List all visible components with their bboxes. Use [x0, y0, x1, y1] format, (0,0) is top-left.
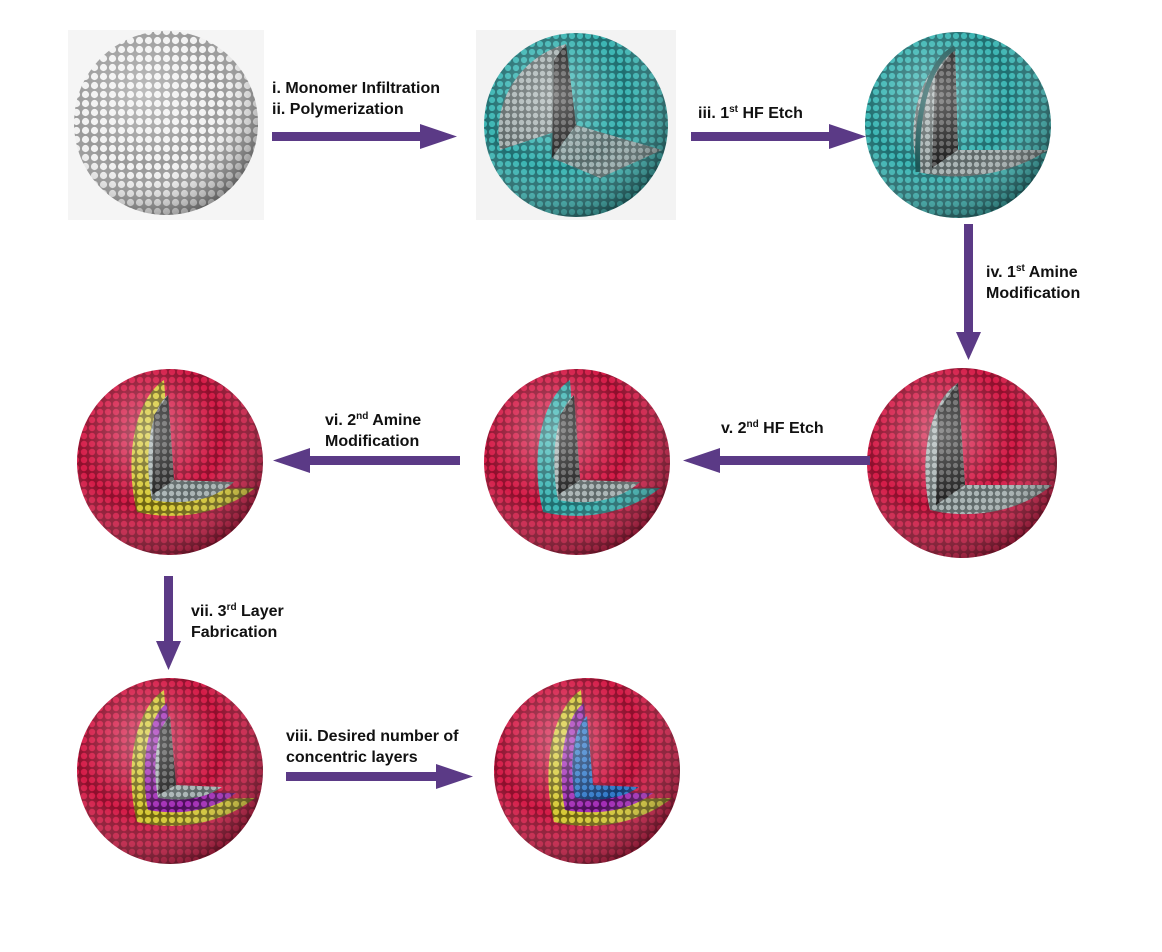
step-7-suffix: Layer	[236, 603, 284, 620]
step-4-suffix: Amine	[1024, 264, 1078, 281]
step-6-sup: nd	[356, 411, 369, 422]
etched-sphere-2	[484, 369, 670, 555]
step-5-suffix: HF Etch	[758, 420, 824, 437]
step-7-sup: rd	[226, 602, 237, 613]
arrow-step-3	[691, 124, 866, 149]
step-7-line-2: Fabrication	[191, 624, 278, 641]
step-4-sup: st	[1015, 263, 1025, 274]
step-3-sup: st	[729, 104, 739, 115]
step-3-suffix: HF Etch	[738, 105, 803, 122]
step-6-prefix: vi. 2	[325, 412, 357, 429]
step-6-suffix: Amine	[368, 412, 422, 429]
etched-sphere-1	[865, 32, 1051, 218]
silica-template-sphere	[68, 30, 264, 220]
step-8-line-1: viii. Desired number of	[286, 728, 459, 745]
arrow-step-8	[286, 764, 473, 789]
step-7-prefix: vii. 3	[191, 603, 227, 620]
step-1-line-2: ii. Polymerization	[272, 101, 404, 118]
step-7-label: vii. 3rd Layer Fabrication	[191, 601, 284, 643]
step-8-label: viii. Desired number of concentric layer…	[286, 726, 458, 768]
step-5-prefix: v. 2	[721, 420, 747, 437]
step-5-sup: nd	[746, 419, 759, 430]
arrow-step-5	[683, 448, 870, 473]
arrow-step-1	[272, 124, 457, 149]
step-1-line-1: i. Monomer Infiltration	[272, 80, 440, 97]
step-6-label: vi. 2nd Amine Modification	[325, 410, 421, 452]
step-1-label: i. Monomer Infiltration ii. Polymerizati…	[272, 78, 440, 120]
amine-modified-sphere-1	[867, 368, 1057, 558]
three-layer-sphere	[77, 678, 263, 864]
step-4-label: iv. 1st Amine Modification	[986, 262, 1080, 304]
arrow-step-6	[273, 448, 460, 473]
step-8-line-2: concentric layers	[286, 749, 418, 766]
infiltrated-sphere	[476, 30, 676, 220]
step-4-line-2: Modification	[986, 285, 1081, 302]
step-6-line-2: Modification	[325, 433, 420, 450]
step-4-prefix: iv. 1	[986, 264, 1016, 281]
arrow-step-7	[156, 576, 181, 670]
step-5-label: v. 2nd HF Etch	[721, 418, 824, 439]
step-3-prefix: iii. 1	[698, 105, 730, 122]
step-3-label: iii. 1st HF Etch	[698, 103, 803, 124]
multi-layer-sphere	[494, 678, 680, 864]
amine-modified-sphere-2	[77, 369, 263, 555]
arrow-step-4	[956, 224, 981, 360]
